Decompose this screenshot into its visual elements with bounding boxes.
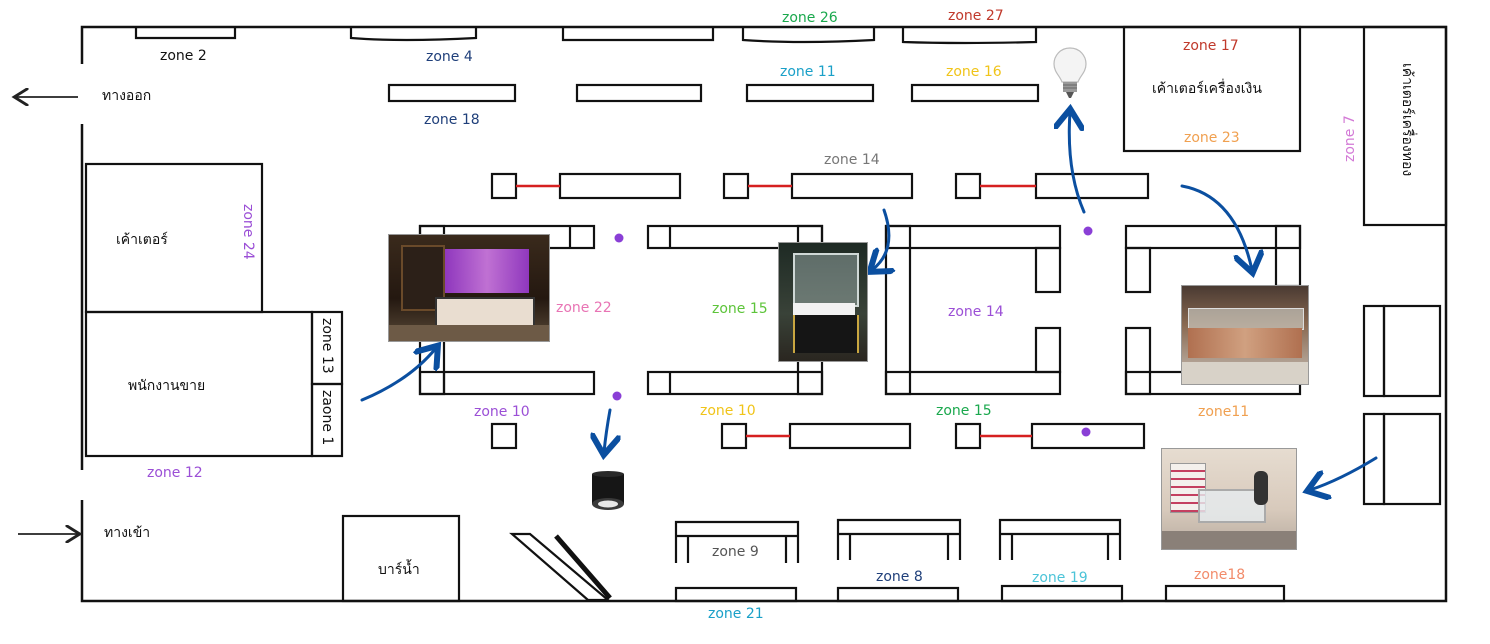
zone-10-left-label: zone 10 [474,404,530,420]
pointer-arrow [872,208,889,270]
wall-shelf [741,27,876,44]
display-table [558,172,682,200]
zone-9-label: zone 9 [712,544,759,560]
zone-19-label: zone 19 [1032,570,1088,586]
pointer-arrow [360,348,436,402]
bench [998,518,1122,560]
bench [674,520,800,563]
display-case [884,224,1062,250]
zone-24-label: zone 24 [240,204,256,260]
drink-bar-box [341,514,461,603]
pointer-arrow [1180,184,1252,270]
zone-26-label: zone 26 [782,10,838,26]
wall-shelf [836,586,960,603]
zone-15-bottom-label: zone 15 [936,403,992,419]
zone-21-label: zone 21 [708,606,764,622]
pointer-arrow [1310,456,1378,490]
pointer-arrow [604,408,610,452]
zaone-1-label: zaone 1 [319,390,335,446]
zone-14-top-label: zone 14 [824,152,880,168]
display-table [910,83,1040,103]
display-table [790,172,914,200]
display-case [884,370,1062,396]
pointer-arrow [1069,112,1084,214]
small-stand [954,172,982,200]
marker-dot [1083,226,1093,236]
light-bulb-icon [1053,47,1087,98]
display-table [575,83,703,103]
display-case [646,370,824,396]
sales-staff-label: พนักงานขาย [128,378,206,394]
marker-dot [1081,427,1091,437]
marker-dot [612,391,622,401]
display-table [745,83,875,103]
zone-27-label: zone 27 [948,8,1004,24]
display-case [884,224,912,396]
zone-14-center-label: zone 14 [948,304,1004,320]
zone-11-right-label: zone11 [1198,404,1250,420]
wall-case [1382,412,1442,506]
display-case [418,370,596,396]
marker-dot [614,233,624,243]
display-case [1274,224,1302,288]
outer-wall [80,25,1448,603]
showroom-photo-zone15 [778,242,868,362]
zone-18-top-label: zone 18 [424,112,480,128]
zone-13-label: zone 13 [319,318,335,374]
zone-7-label: zone 7 [1342,115,1358,162]
drink-bar-label: บาร์น้ำ [378,562,420,578]
display-table [387,83,517,103]
small-stand [720,422,748,450]
silver-counter-box [1122,25,1302,153]
zone-2-label: zone 2 [160,48,207,64]
counter-label: เค้าเตอร์ [116,232,168,248]
zaone-1-box [310,382,344,458]
showroom-photo-zone22 [388,234,550,342]
exit-label: ทางออก [102,88,152,104]
display-case [1034,246,1062,294]
zone-15-center-label: zone 15 [712,301,768,317]
zone-23-label: zone 23 [1184,130,1240,146]
counter-room [84,162,264,314]
small-stand [490,172,518,200]
display-table [1034,172,1150,200]
wall-shelf [134,27,237,40]
zone-11-top-label: zone 11 [780,64,836,80]
zone-8-label: zone 8 [876,569,923,585]
wall-case [1362,304,1386,398]
small-stand [490,422,518,450]
wall-shelf [901,27,1038,45]
wall-shelf [1000,584,1124,603]
spotlight-icon [592,471,624,510]
display-case [1124,326,1152,396]
gold-counter-box [1362,25,1448,227]
display-table [788,422,912,450]
wall-shelf [561,27,715,42]
wall-shelf [674,586,798,603]
ramp [509,532,612,602]
small-stand [954,422,982,450]
wall-shelf [349,27,478,42]
showroom-photo-zone18 [1161,448,1297,550]
zone-22-label: zone 22 [556,300,612,316]
zone-4-label: zone 4 [426,49,473,65]
zone-16-label: zone 16 [946,64,1002,80]
zone-10-mid-label: zone 10 [700,403,756,419]
bench [836,518,962,560]
entrance-label: ทางเข้า [104,525,151,541]
display-case [1124,246,1152,294]
zone-18-bottom-label: zone18 [1194,567,1246,583]
gold-counter-label: เค้าเตอร์เครื่องทอง [1399,63,1415,177]
zone-17-label: zone 17 [1183,38,1239,54]
zone-12-label: zone 12 [147,465,203,481]
wall-case [1382,304,1442,398]
small-stand [722,172,750,200]
display-case [1124,224,1302,250]
wall-shelf [1164,584,1286,603]
silver-counter-label: เค้าเตอร์เครื่องเงิน [1152,81,1262,97]
display-case [1034,326,1062,374]
showroom-photo-zone11 [1181,285,1309,385]
